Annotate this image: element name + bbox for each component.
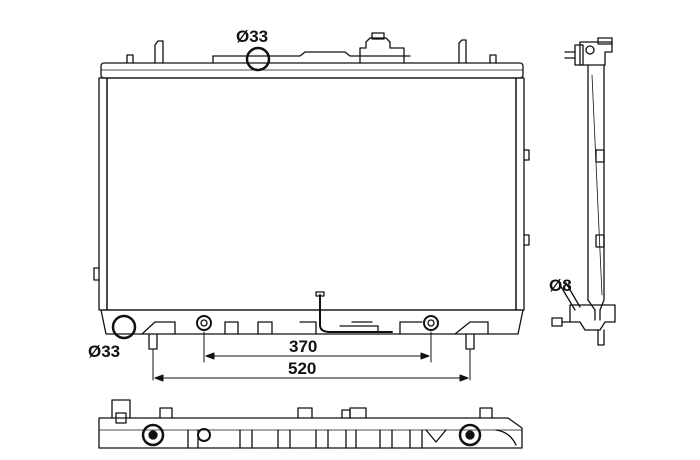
top-inlet-diameter-label: Ø33 <box>236 27 268 46</box>
top-inlet-pipe <box>245 46 271 72</box>
right-mount-pin <box>465 333 475 350</box>
bottom-tank-plan-view <box>98 399 523 449</box>
right-side-column <box>515 77 525 311</box>
dimension-lines <box>152 331 471 382</box>
radiator-side-view <box>551 37 616 346</box>
plan-left-pipe <box>141 423 165 447</box>
radiator-front-view <box>93 32 530 350</box>
left-port <box>196 315 212 331</box>
mount-spacing-label: 520 <box>288 359 316 378</box>
filler-neck <box>359 37 405 64</box>
right-port <box>423 315 439 331</box>
bottom-outlet-pipe <box>111 314 137 340</box>
plan-right-pipe <box>458 423 482 447</box>
plan-center-port <box>197 428 211 442</box>
radiator-core <box>106 77 517 311</box>
left-side-column <box>98 77 108 311</box>
bottom-outlet-diameter-label: Ø33 <box>88 342 120 361</box>
pipe-spacing-label: 370 <box>289 337 317 356</box>
bottom-tank <box>100 291 524 350</box>
left-mount-pin <box>148 333 158 350</box>
top-tank <box>100 32 524 79</box>
